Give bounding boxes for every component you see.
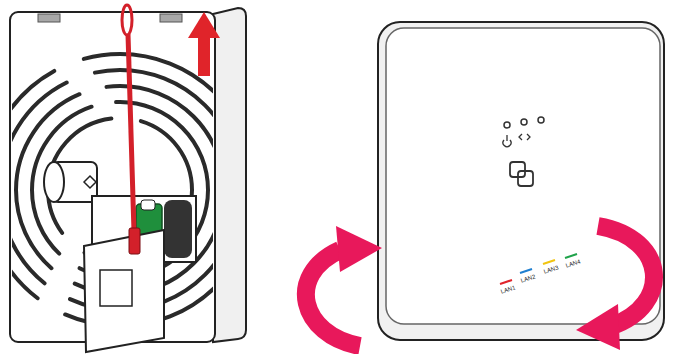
device-back xyxy=(0,5,256,352)
rotate-arrows xyxy=(306,226,654,350)
device-front xyxy=(378,22,664,340)
